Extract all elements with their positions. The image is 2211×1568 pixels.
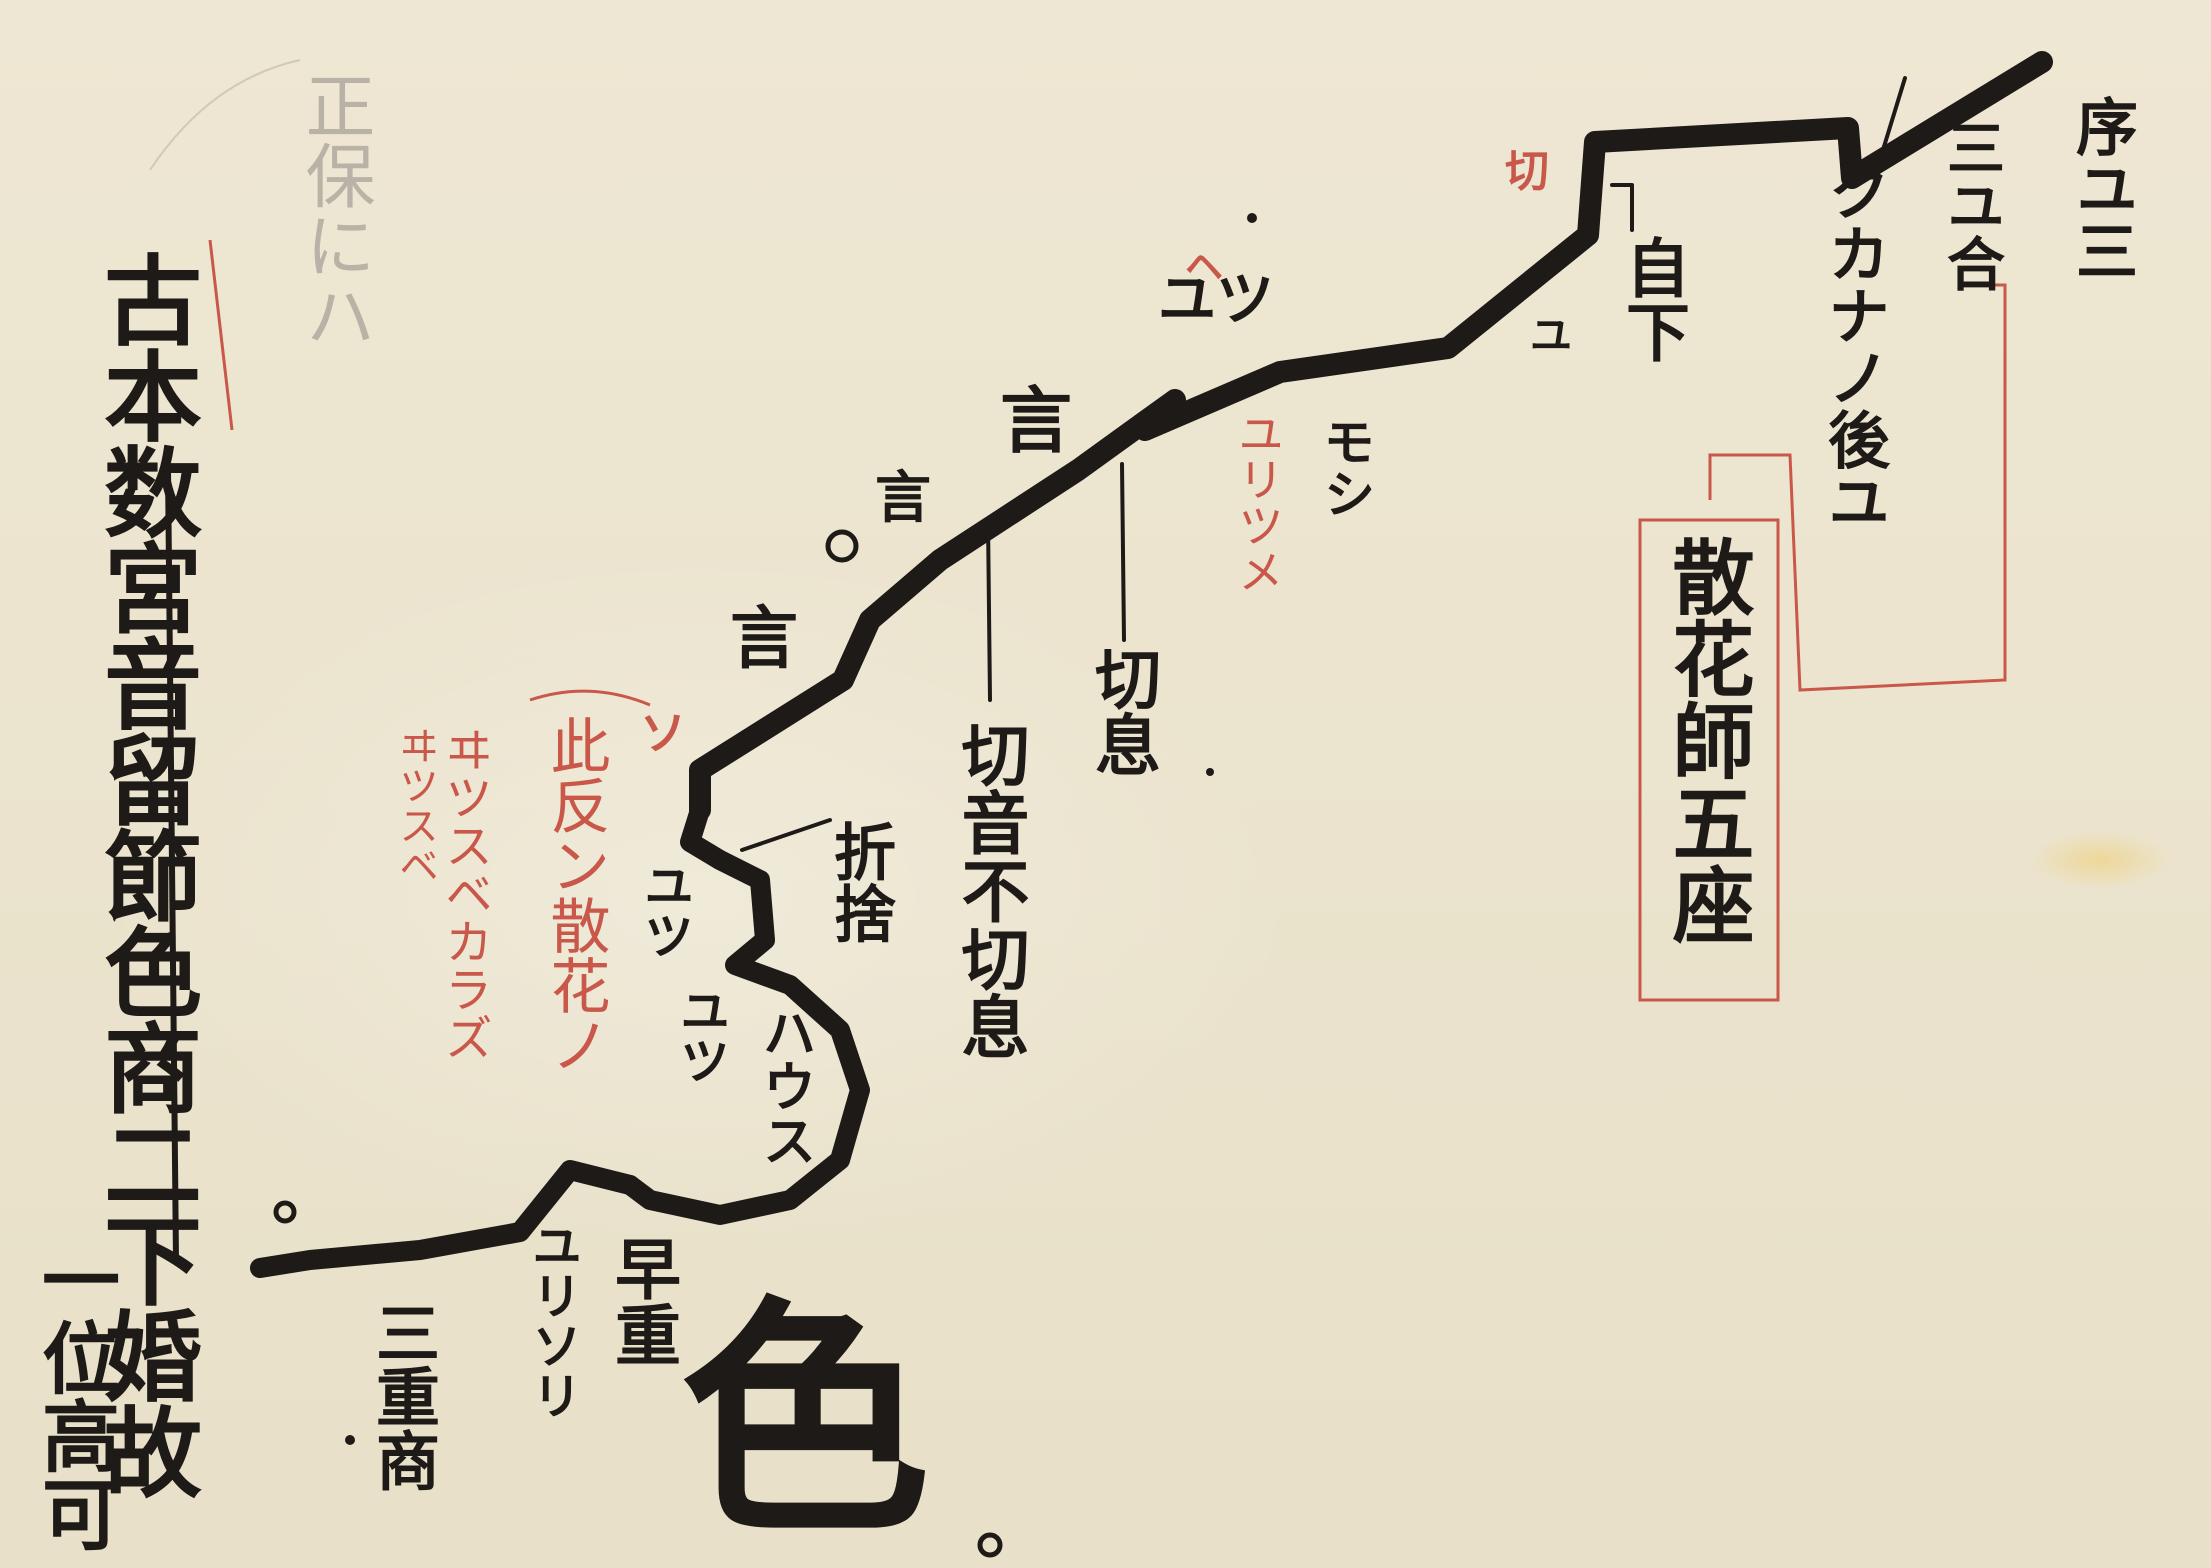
red-note-3: ヰツスベ	[392, 725, 438, 885]
small-circle-3	[977, 1532, 1003, 1558]
mark-yurisori: ユリソリ	[524, 1220, 583, 1420]
mark-moshi: モシ	[1314, 415, 1375, 519]
mark-seki-2: 言	[875, 465, 931, 531]
main-contour-line	[689, 51, 2053, 821]
small-circle-2	[273, 1200, 297, 1224]
mark-yutsu-1: ユツ	[636, 860, 695, 960]
ink-dot-2	[1206, 768, 1214, 776]
left-column-2: 一位高可	[29, 1240, 120, 1552]
left-column-strokes	[165, 467, 179, 1263]
thin-drop-2	[986, 518, 992, 702]
mark-kirioto: 切音不切息	[949, 720, 1029, 1060]
red-note-2: ヰツスベカラズ	[436, 725, 492, 1061]
red-arc-mark	[529, 689, 651, 707]
mark-sanjusho: 三重商	[365, 1300, 440, 1492]
thin-drop-4	[740, 818, 832, 852]
mark-kiri: 切	[1505, 146, 1549, 197]
mark-u: ユ	[1530, 311, 1573, 360]
mark-yutsu-2: ユツ	[672, 985, 731, 1085]
mark-he: ヘ	[1185, 244, 1224, 289]
thin-drop-5	[1873, 76, 1907, 178]
thin-drop-1	[1120, 462, 1126, 642]
bottom-contour-line	[250, 1160, 640, 1278]
mark-so: ソ	[640, 706, 686, 760]
mark-seki-1: 言	[1000, 378, 1073, 463]
thin-drop-3	[1610, 183, 1634, 232]
ink-dot-3	[345, 1435, 355, 1445]
jika-label: 自下	[1615, 235, 1690, 363]
left-column-1: 古本数宮音留節色商二下婚故	[87, 250, 202, 1498]
mark-seki-3: 言	[730, 599, 799, 679]
red-box-sange	[1638, 518, 1780, 1002]
pencil-note: 正保にハ	[294, 70, 376, 350]
right-column-1: 三ユ合	[1937, 118, 2005, 292]
red-margin-line	[208, 239, 234, 431]
small-circle-1	[825, 529, 859, 563]
pencil-arc	[149, 59, 301, 171]
red-note-1: 此反ン散花ノ	[540, 715, 610, 1075]
mark-yutsu-top: ユツ	[1158, 265, 1275, 333]
loop-contour-line	[620, 800, 870, 1225]
sange-box-text: 散花師五座	[1658, 535, 1754, 945]
red-bracket-outer	[1708, 283, 2007, 692]
mark-orisute: 折捨	[823, 820, 896, 944]
mark-kirisoku: 切息	[1084, 645, 1162, 777]
ink-dot-1	[1247, 213, 1257, 223]
big-character: 色	[680, 1273, 930, 1567]
right-column-2: クカナノ後ユ	[1817, 160, 1890, 532]
mark-yuritsume: ユリツメ	[1231, 410, 1285, 594]
mark-wasu: ハウス	[753, 1005, 817, 1167]
right-heading: 序ユ三	[2065, 95, 2138, 281]
mark-hayaju: 早重	[604, 1235, 682, 1367]
